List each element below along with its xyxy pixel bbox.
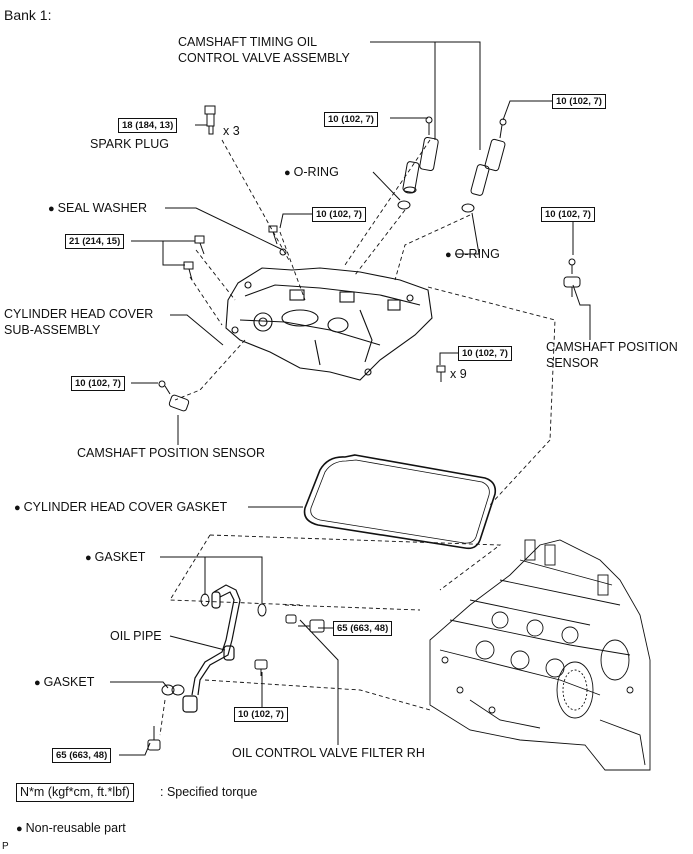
engine-block-drawing — [429, 539, 651, 771]
label-cylinder-head-cover-2: SUB-ASSEMBLY — [4, 323, 101, 337]
diagram-title: Bank 1: — [4, 7, 52, 23]
label-bolt-qty-9: x 9 — [450, 367, 467, 381]
gasket-drawing — [200, 593, 210, 607]
torque-spark-plug: 18 (184, 13) — [118, 118, 178, 133]
label-o-ring-top: O-RING — [284, 165, 339, 181]
cover-gasket-drawing — [303, 454, 497, 550]
torque-seal-washer-bolt: 10 (102, 7) — [312, 207, 366, 222]
oil-control-valve-right — [470, 118, 507, 196]
label-cylinder-head-cover-1: CYLINDER HEAD COVER — [4, 307, 154, 321]
torque-oil-pipe-bolt: 10 (102, 7) — [234, 707, 288, 722]
label-camshaft-timing-valve-2: CONTROL VALVE ASSEMBLY — [178, 51, 350, 65]
label-camshaft-timing-valve-1: CAMSHAFT TIMING OIL — [178, 35, 318, 49]
seal-washer-drawing — [268, 225, 287, 256]
torque-cover-bolts-21: 21 (214, 15) — [65, 234, 125, 249]
label-seal-washer: SEAL WASHER — [48, 201, 147, 217]
legend-torque-key: N*m (kgf*cm, ft.*lbf) — [16, 783, 134, 802]
torque-cover-bolts-x9: 10 (102, 7) — [458, 346, 512, 361]
label-spark-plug-qty: x 3 — [223, 124, 240, 138]
cam-sensor-right-drawing — [563, 258, 581, 297]
label-gasket-top: GASKET — [85, 550, 146, 566]
label-o-ring-right: O-RING — [445, 247, 500, 263]
torque-valve-right: 10 (102, 7) — [552, 94, 606, 109]
oil-pipe-drawing — [182, 584, 241, 713]
gasket-drawing — [257, 603, 267, 617]
label-cam-sensor-right-2: SENSOR — [546, 356, 599, 370]
spark-plug-drawing — [204, 105, 216, 135]
legend-torque-desc: : Specified torque — [160, 785, 258, 799]
gasket-left-drawing — [161, 684, 185, 696]
legend-non-reusable: Non-reusable part — [16, 821, 126, 837]
label-oil-pipe: OIL PIPE — [110, 629, 162, 643]
oil-pipe-bolt-drawing — [254, 659, 268, 676]
torque-cam-sensor-right: 10 (102, 7) — [541, 207, 595, 222]
label-cam-sensor-left: CAMSHAFT POSITION SENSOR — [77, 446, 265, 460]
leader-lines — [110, 41, 591, 756]
torque-cam-sensor-left: 10 (102, 7) — [71, 376, 125, 391]
union-bolt-right-drawing — [298, 619, 325, 633]
oil-control-valve-left — [402, 116, 439, 194]
torque-union-left: 65 (663, 48) — [52, 748, 112, 763]
torque-valve-left: 10 (102, 7) — [324, 112, 378, 127]
label-cam-sensor-right-1: CAMSHAFT POSITION — [546, 340, 678, 354]
o-ring-drawing — [461, 203, 475, 213]
label-oil-control-valve-filter: OIL CONTROL VALVE FILTER RH — [232, 746, 425, 760]
footer-mark: P — [2, 841, 9, 852]
union-bolt-left-drawing — [147, 726, 161, 751]
cylinder-head-cover-drawing — [225, 267, 433, 381]
oil-control-valve-filter-drawing — [285, 614, 297, 624]
cover-bolts-drawing — [183, 235, 205, 281]
label-cover-gasket: CYLINDER HEAD COVER GASKET — [14, 500, 228, 516]
torque-union-right: 65 (663, 48) — [333, 621, 393, 636]
x9-bolt-drawing — [436, 365, 446, 382]
label-gasket-left: GASKET — [34, 675, 95, 691]
label-spark-plug: SPARK PLUG — [90, 137, 169, 151]
cam-sensor-left-drawing — [158, 380, 190, 412]
o-ring-drawing — [397, 200, 411, 210]
dashed-lines — [159, 139, 556, 736]
